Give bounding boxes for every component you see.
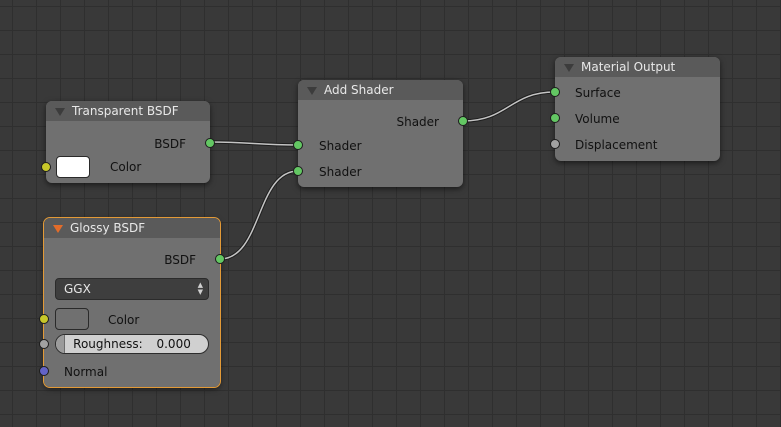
glossy-bsdf-node[interactable]: Glossy BSDF BSDF GGX ▲▼ Color Roughness:… [39,217,225,388]
shader-input-1-label: Shader [319,139,362,153]
roughness-slider[interactable]: Roughness: 0.000 [55,334,209,354]
roughness-label: Roughness: [73,337,143,351]
normal-input-socket[interactable] [39,366,49,376]
volume-input-socket[interactable] [550,113,560,123]
color-input-socket[interactable] [41,162,51,172]
bsdf-output-socket[interactable] [205,138,215,148]
displacement-input-socket[interactable] [550,139,560,149]
collapse-triangle-icon[interactable] [55,108,65,116]
distribution-dropdown[interactable]: GGX ▲▼ [55,278,209,300]
surface-label: Surface [575,86,621,100]
color-label: Color [110,160,142,174]
bsdf-output-socket[interactable] [215,254,225,264]
bsdf-output-label: BSDF [164,253,196,267]
collapse-triangle-icon[interactable] [564,64,574,72]
link-glossy-to-add[interactable] [219,169,299,261]
add-shader-node[interactable]: Add Shader Shader Shader Shader [293,80,468,187]
link-add-to-output[interactable] [462,90,556,123]
shader-input-2-socket[interactable] [293,166,303,176]
distribution-value: GGX [64,282,91,296]
surface-input-socket[interactable] [550,87,560,97]
up-down-arrows-icon: ▲▼ [197,281,203,296]
slider-decrement-icon[interactable] [56,335,65,353]
transparent-bsdf-node[interactable]: Transparent BSDF BSDF Color [41,101,215,183]
color-swatch[interactable] [55,308,89,330]
normal-label: Normal [64,365,108,379]
shader-input-1-socket[interactable] [293,140,303,150]
node-title: Transparent BSDF [72,104,179,118]
shader-input-2-label: Shader [319,165,362,179]
material-output-header[interactable]: Material Output [555,57,720,77]
glossy-bsdf-header[interactable]: Glossy BSDF [44,218,220,238]
color-label: Color [108,313,140,327]
collapse-triangle-icon[interactable] [53,225,63,233]
material-output-node[interactable]: Material Output Surface Volume Displacem… [550,57,720,161]
node-title: Glossy BSDF [70,221,146,235]
link-transparent-to-add[interactable] [209,140,299,147]
displacement-label: Displacement [575,138,658,152]
color-input-socket[interactable] [39,314,49,324]
transparent-bsdf-header[interactable]: Transparent BSDF [46,101,210,121]
collapse-triangle-icon[interactable] [307,87,317,95]
node-title: Material Output [581,60,676,74]
bsdf-output-label: BSDF [154,137,186,151]
roughness-input-socket[interactable] [39,339,49,349]
node-title: Add Shader [324,83,394,97]
add-shader-header[interactable]: Add Shader [298,80,463,100]
shader-output-socket[interactable] [458,116,468,126]
roughness-value: 0.000 [156,337,191,351]
volume-label: Volume [575,112,620,126]
color-swatch[interactable] [56,156,90,178]
shader-output-label: Shader [396,115,439,129]
